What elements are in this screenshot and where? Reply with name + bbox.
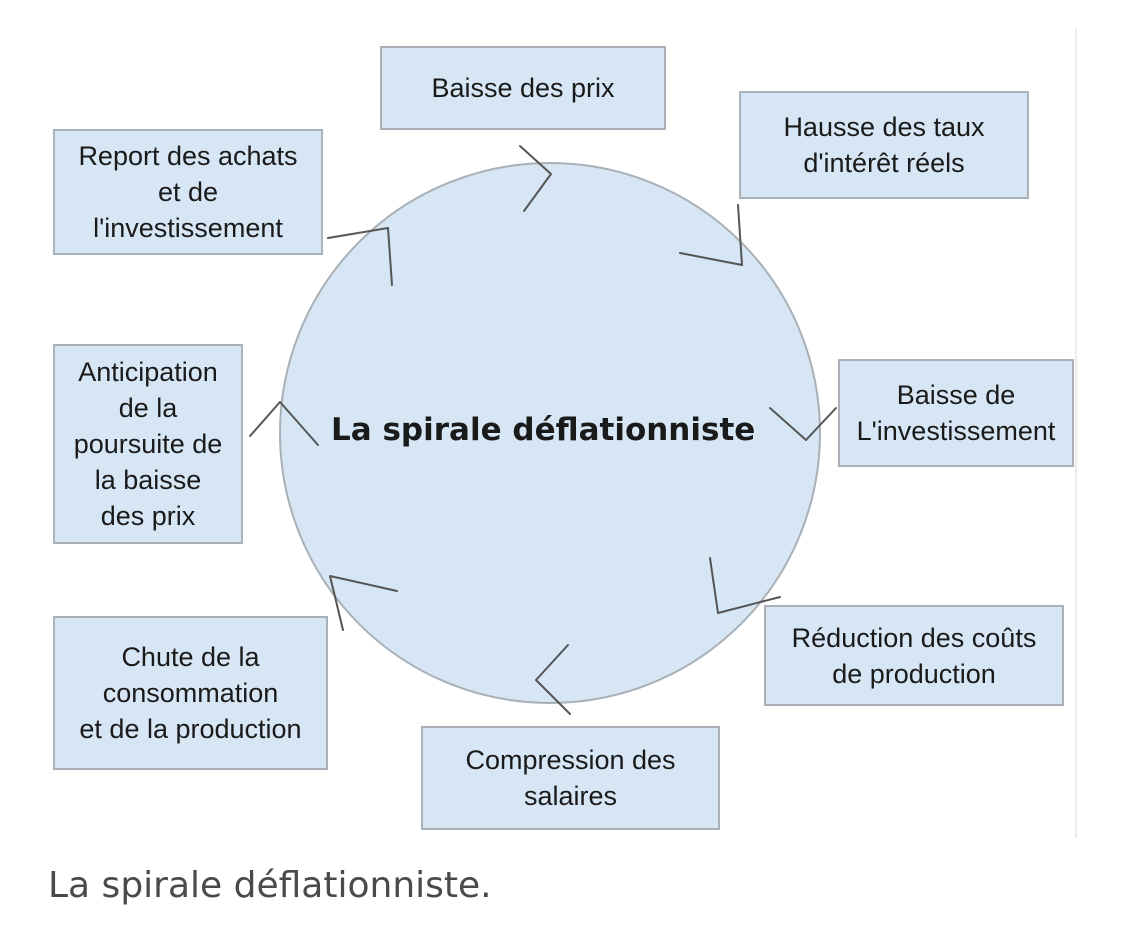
arrow-lower-right <box>709 557 719 614</box>
step-baisse-investissement: Baisse de L'investissement <box>838 359 1074 467</box>
arrow-heads <box>279 145 807 715</box>
center-title: La spirale déflationniste <box>331 412 756 448</box>
step-anticipation: Anticipation de la poursuite de la baiss… <box>53 344 243 544</box>
step-label: Chute de la consommation et de la produc… <box>79 642 302 744</box>
connector-anticipation <box>249 401 281 437</box>
arrow-bottom <box>535 644 571 715</box>
step-label: Compression des salaires <box>465 745 676 811</box>
spiral-diagram <box>249 145 837 715</box>
step-label: Baisse des prix <box>431 73 615 103</box>
connector-report-achats <box>327 227 389 239</box>
step-label: Hausse des taux d'intérêt réels <box>783 112 985 178</box>
arrow-lower-left <box>329 575 398 631</box>
step-label: Anticipation de la poursuite de la baiss… <box>73 357 223 531</box>
step-compression-salaires: Compression des salaires <box>421 726 720 830</box>
arrow-left <box>279 401 319 446</box>
arrow-right <box>769 407 807 441</box>
step-reduction-couts: Réduction des coûts de production <box>764 605 1064 706</box>
divider <box>1075 28 1077 838</box>
step-label: Report des achats et de l'investissement <box>78 141 298 243</box>
step-chute-consommation: Chute de la consommation et de la produc… <box>53 616 328 770</box>
step-label: Réduction des coûts de production <box>791 622 1037 689</box>
figure-caption: La spirale déflationniste. <box>48 865 492 906</box>
connector-baisse-investissement <box>805 407 837 441</box>
step-baisse-des-prix: Baisse des prix <box>380 46 666 130</box>
arrow-top <box>519 145 552 212</box>
arrow-upper-left <box>387 227 393 286</box>
step-report-achats: Report des achats et de l'investissement <box>53 129 323 255</box>
step-label: Baisse de L'investissement <box>856 380 1056 446</box>
step-hausse-des-taux: Hausse des taux d'intérêt réels <box>739 91 1029 199</box>
connector-hausse-des-taux <box>679 252 743 266</box>
cycle-circle <box>279 162 821 704</box>
connector-reduction-couts <box>717 596 781 614</box>
arrow-upper-right <box>737 204 743 266</box>
connector-lines <box>249 227 837 614</box>
